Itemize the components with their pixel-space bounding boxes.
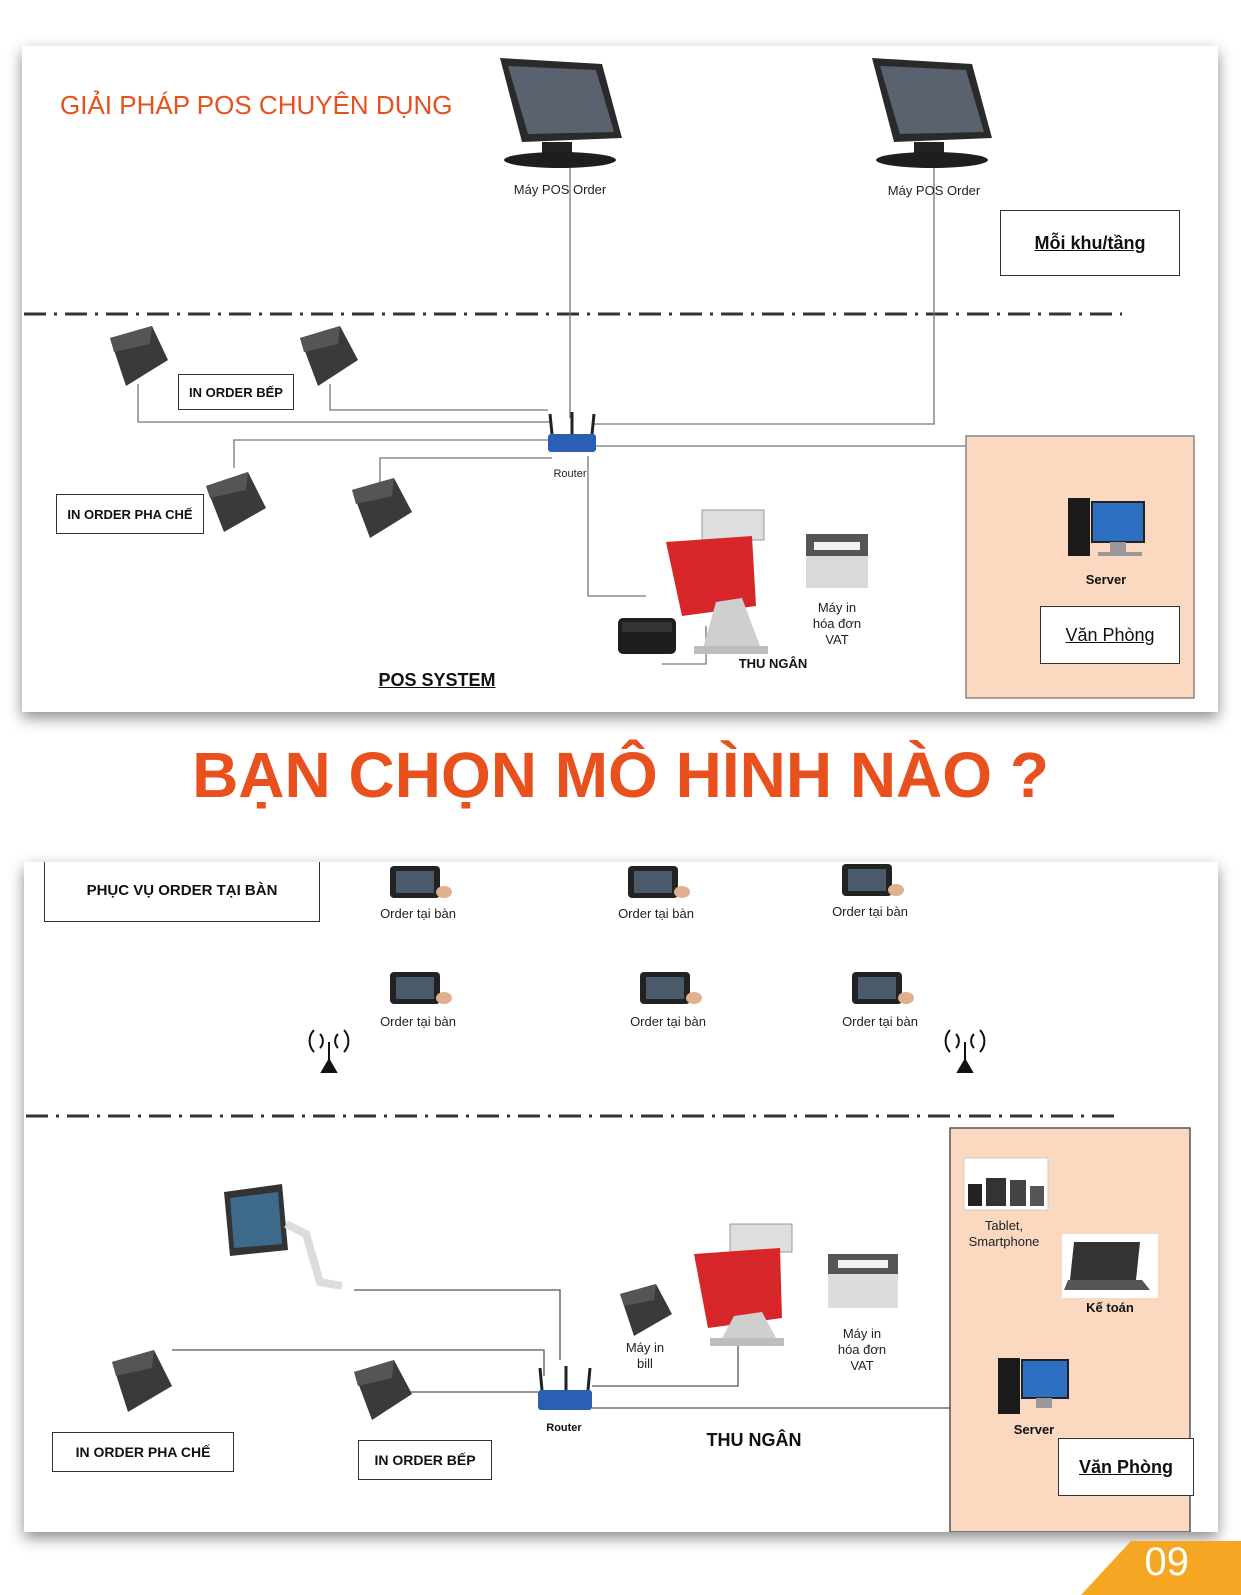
laptop-accountant	[1062, 1234, 1158, 1298]
page-number-tab	[1081, 1541, 1241, 1595]
pos-order-label-2: Máy POS Order	[887, 183, 981, 198]
pos-order-label-1: Máy POS Order	[513, 182, 607, 197]
pos-order-monitor-2	[872, 58, 992, 168]
tablet-label-1: Order tại bàn	[380, 906, 456, 921]
router-label: Router	[546, 1422, 582, 1434]
server-label: Server	[1085, 572, 1127, 587]
server-computer	[998, 1358, 1069, 1414]
top-diagram-svg	[24, 58, 1195, 699]
server-label: Server	[1013, 1422, 1055, 1437]
cashier-pos-terminal	[694, 1223, 793, 1346]
vat-printer-label: Máy in hóa đơn VAT	[812, 600, 862, 647]
printer-pha-che-2	[352, 478, 412, 538]
cashier-receipt-printer	[618, 618, 676, 654]
printer-pha-che	[112, 1350, 172, 1412]
tablet-icon-5	[640, 972, 702, 1004]
tablet-icon-4	[390, 972, 452, 1004]
tablet-icon-1	[390, 866, 452, 898]
tablets	[390, 864, 914, 1004]
vat-printer-label: Máy in hóa đơn VAT	[837, 1326, 887, 1373]
tablet-icon-6	[852, 972, 914, 1004]
tablet-label-5: Order tại bàn	[630, 1014, 706, 1029]
tablet-label-6: Order tại bàn	[842, 1014, 918, 1029]
cashier-pos-terminal	[666, 509, 768, 654]
service-order-box: PHỤC VỤ ORDER TẠI BÀN	[44, 862, 320, 922]
pos-order-monitor-1	[500, 58, 622, 168]
tablet-label-4: Order tại bàn	[380, 1014, 456, 1029]
network-lines	[137, 166, 1101, 665]
main-question: BẠN CHỌN MÔ HÌNH NÀO ?	[192, 739, 1049, 811]
tablet-smartphone-devices	[963, 1157, 1049, 1211]
wall-arm-monitor	[224, 1184, 343, 1290]
network-lines	[172, 1289, 1000, 1409]
printer-bep-1	[110, 326, 168, 386]
printer-bep	[354, 1360, 412, 1420]
router-device	[538, 1366, 592, 1410]
cashier-label: THU NGÂN	[738, 656, 808, 671]
page-number: 09	[1144, 1540, 1190, 1584]
tablet-icon-3	[842, 864, 904, 896]
pos-system-label: POS SYSTEM	[378, 670, 496, 690]
tablet-icon-2	[628, 866, 690, 898]
wifi-antenna-2	[944, 1029, 986, 1073]
tablet-label-3: Order tại bàn	[832, 904, 908, 919]
office-label: Văn Phòng	[1058, 1438, 1194, 1496]
router-label: Router	[553, 468, 587, 480]
top-diagram-panel: GIẢI PHÁP POS CHUYÊN DỤNG Máy POS Order …	[22, 46, 1218, 712]
in-order-pha-che-label: IN ORDER PHA CHẾ	[56, 494, 204, 534]
server-computer	[1068, 498, 1145, 556]
in-order-pha-che-label: IN ORDER PHA CHẾ	[52, 1432, 234, 1472]
tablet-label-2: Order tại bàn	[618, 906, 694, 921]
bottom-diagram-svg	[26, 864, 1191, 1532]
bottom-diagram-panel: PHỤC VỤ ORDER TẠI BÀN Order tại bàn Orde…	[24, 862, 1218, 1532]
bill-printer-label: Máy in bill	[625, 1340, 665, 1371]
in-order-bep-label: IN ORDER BẾP	[358, 1440, 492, 1480]
wifi-antenna-1	[308, 1029, 350, 1073]
printer-pha-che-1	[206, 472, 266, 532]
accountant-label: Kế toán	[1086, 1300, 1134, 1315]
vat-printer	[828, 1254, 898, 1308]
tablet-smartphone-label: Tablet, Smartphone	[968, 1218, 1040, 1249]
printer-bep-2	[300, 326, 358, 386]
router-device	[548, 412, 596, 452]
bill-printer	[620, 1284, 672, 1336]
office-label: Văn Phòng	[1040, 606, 1180, 664]
vat-printer	[806, 534, 868, 588]
solution-title: GIẢI PHÁP POS CHUYÊN DỤNG	[60, 90, 453, 120]
cashier-label: THU NGÂN	[706, 1430, 802, 1450]
area-box: Mỗi khu/tầng	[1000, 210, 1180, 276]
in-order-bep-label: IN ORDER BẾP	[178, 374, 294, 410]
